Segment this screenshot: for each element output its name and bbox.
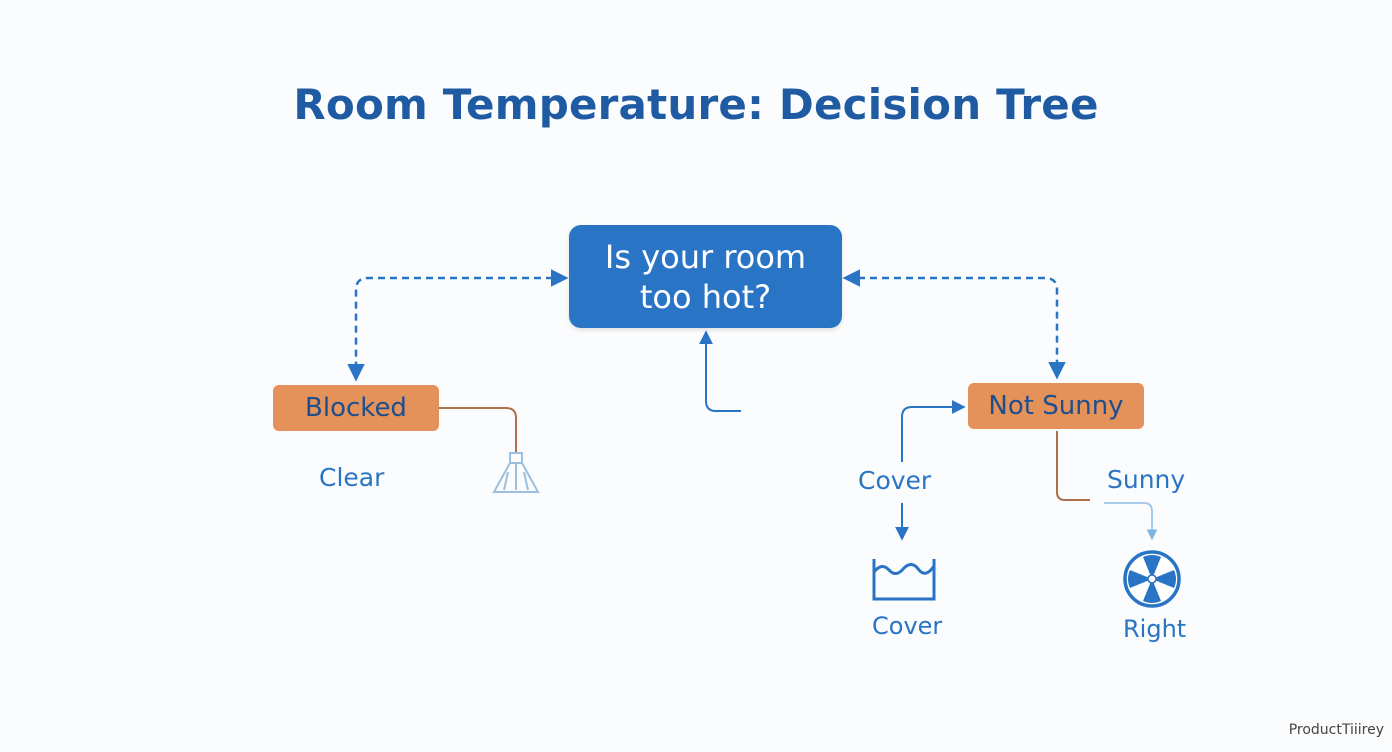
blocked-node-label: Blocked (305, 393, 407, 423)
fan-icon (1123, 550, 1181, 608)
blocked-node: Blocked (273, 385, 439, 431)
sunny-fan-connector (1104, 502, 1158, 541)
cover-lower-label: Cover (872, 612, 943, 640)
not-sunny-node: Not Sunny (968, 383, 1144, 429)
question-node-label: Is your room too hot? (604, 237, 807, 316)
lamp-icon (492, 452, 540, 493)
question-node: Is your room too hot? (569, 225, 842, 328)
blocked-lamp-connector (439, 407, 517, 453)
sunny-label: Sunny (1107, 465, 1186, 494)
dashed-connector-right (842, 269, 1066, 380)
watermark: ProductTiiirey (1288, 722, 1384, 738)
water-icon (872, 559, 936, 601)
notsunny-sunny-connector (1056, 431, 1090, 501)
cover-upper-label: Cover (858, 466, 932, 495)
page-title: Room Temperature: Decision Tree (293, 80, 1099, 129)
right-label: Right (1123, 615, 1187, 643)
center-connector (699, 330, 741, 412)
not-sunny-node-label: Not Sunny (988, 391, 1124, 421)
clear-label: Clear (319, 463, 385, 492)
dashed-connector-left (347, 269, 569, 382)
cover-notsunny-connector (901, 400, 966, 462)
